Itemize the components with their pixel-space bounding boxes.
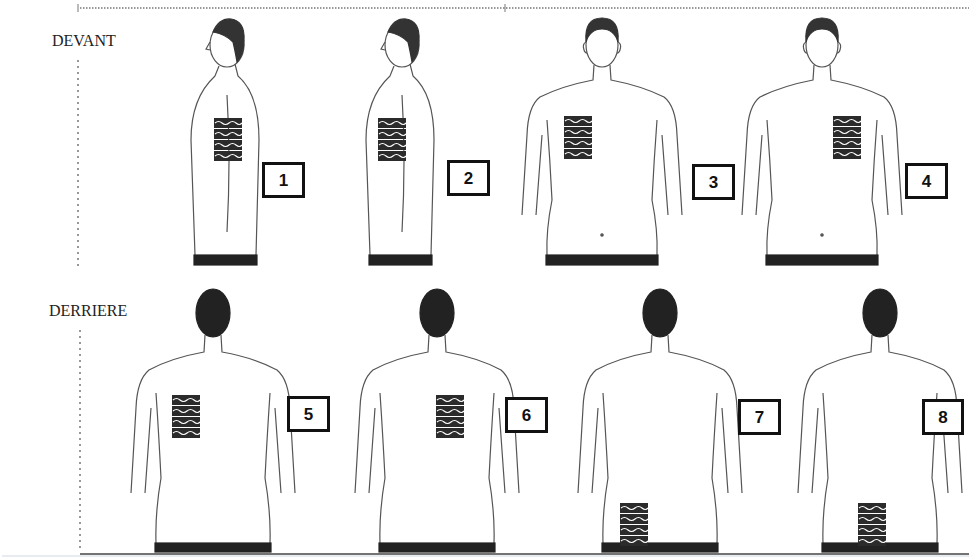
callout-box: 4 [905, 163, 948, 199]
callout-number: 2 [464, 170, 473, 187]
callout-number: 6 [522, 407, 531, 424]
view-label: DERRIERE [47, 302, 129, 320]
callout-number: 7 [755, 409, 764, 426]
callout-number: 8 [938, 409, 947, 426]
callout-box: 5 [287, 396, 330, 432]
callout-box: 7 [738, 399, 781, 435]
callout-box: 3 [692, 164, 735, 200]
callout-box: 8 [922, 399, 964, 435]
callout-number: 1 [279, 172, 288, 189]
callout-box: 1 [262, 162, 305, 198]
callout-number: 3 [709, 174, 718, 191]
callout-number: 4 [922, 173, 931, 190]
callout-number: 5 [304, 406, 313, 423]
callout-box: 6 [505, 397, 548, 433]
view-label: DEVANT [50, 32, 118, 50]
callout-box: 2 [447, 160, 490, 196]
